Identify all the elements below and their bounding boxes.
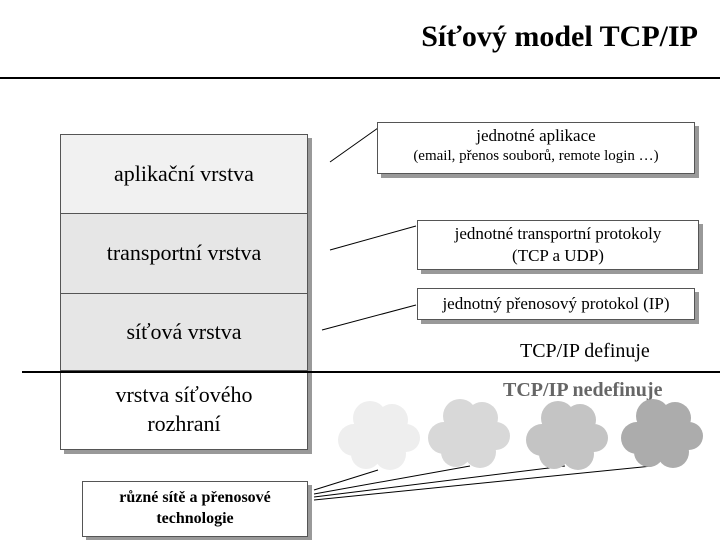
layer-network-interface-label: vrstva síťového rozhraní [115, 382, 253, 436]
layer-transport-label: transportní vrstva [106, 240, 262, 266]
page-title: Síťový model TCP/IP [421, 20, 698, 53]
callout-transport-detail: (TCP a UDP) [512, 246, 604, 266]
networks-box-label: různé sítě a přenosové technologie [119, 489, 271, 527]
connector-cloud-3 [313, 465, 566, 498]
network-cloud-2 [428, 399, 510, 468]
title-underline [0, 77, 720, 79]
callout-applications-detail: (email, přenos souborů, remote login …) [413, 148, 659, 165]
callout-network-title: jednotný přenosový protokol (IP) [442, 293, 670, 313]
connector-cloud-1 [313, 469, 379, 491]
undefined-label: TCP/IP nedefinuje [503, 379, 663, 401]
layer-network-interface: vrstva síťového rozhraní [60, 370, 308, 450]
layer-network-label: síťová vrstva [126, 318, 242, 344]
callout-network: jednotný přenosový protokol (IP) [417, 288, 695, 320]
network-cloud-4 [621, 399, 703, 468]
connector-network [321, 304, 417, 331]
connector-application [329, 127, 379, 163]
callout-transport: jednotné transportní protokoly (TCP a UD… [417, 220, 699, 270]
definition-boundary-line [22, 371, 720, 373]
connector-transport [329, 225, 417, 251]
connector-cloud-2 [313, 465, 471, 495]
network-cloud-3 [526, 401, 608, 470]
layer-application: aplikační vrstva [60, 134, 308, 214]
callout-applications: jednotné aplikace (email, přenos souborů… [377, 122, 695, 174]
callout-applications-title: jednotné aplikace [476, 126, 596, 145]
network-cloud-1 [338, 401, 420, 470]
callout-transport-title: jednotné transportní protokoly [454, 224, 662, 243]
networks-box: různé sítě a přenosové technologie [82, 481, 308, 537]
layer-transport: transportní vrstva [60, 213, 308, 294]
layer-application-label: aplikační vrstva [114, 160, 254, 186]
connector-cloud-4 [313, 465, 653, 501]
defined-label: TCP/IP definuje [520, 340, 650, 362]
